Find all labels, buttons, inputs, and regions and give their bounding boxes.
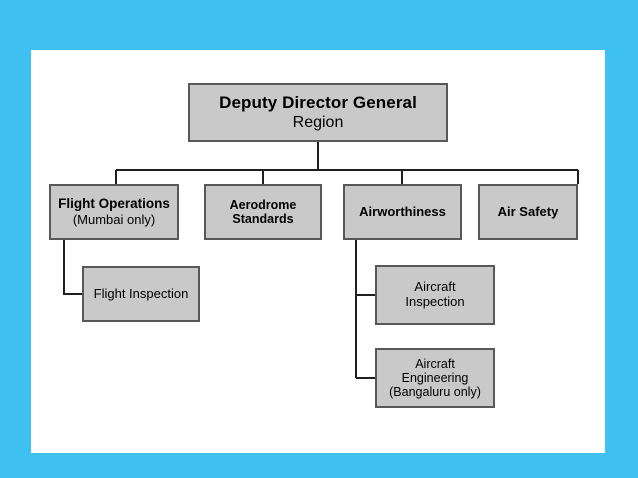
chart-canvas: Deputy Director General Region Flight Op… bbox=[31, 50, 605, 453]
node-subtitle: Region bbox=[292, 114, 344, 132]
node-aircraft-inspection[interactable]: Aircraft Inspection bbox=[375, 265, 495, 325]
node-title: Air Safety bbox=[497, 203, 559, 219]
node-title: Flight Operations bbox=[58, 196, 170, 212]
node-title-line1: Aircraft bbox=[415, 357, 455, 371]
node-subtitle: (Mumbai only) bbox=[72, 212, 156, 228]
node-title-line1: Aircraft bbox=[414, 279, 456, 295]
node-title: Airworthiness bbox=[359, 203, 446, 219]
node-title-line3: (Bangaluru only) bbox=[389, 385, 481, 399]
org-chart-connectors bbox=[62, 142, 580, 380]
node-air-safety[interactable]: Air Safety bbox=[478, 184, 578, 240]
node-title: Flight Inspection bbox=[93, 285, 189, 301]
node-flight-operations[interactable]: Flight Operations (Mumbai only) bbox=[49, 184, 179, 240]
node-title-line2: Inspection bbox=[405, 294, 465, 309]
node-airworthiness[interactable]: Airworthiness bbox=[343, 184, 462, 240]
connector-flightops-to-flight-inspection bbox=[62, 240, 82, 296]
node-flight-inspection[interactable]: Flight Inspection bbox=[82, 266, 200, 322]
node-title-line2: Standards bbox=[232, 212, 294, 226]
node-aerodrome-standards[interactable]: Aerodrome Standards bbox=[204, 184, 322, 240]
node-title-line1: Aerodrome bbox=[229, 198, 297, 212]
node-title-line2: Engineering bbox=[401, 371, 469, 385]
node-title: Deputy Director General bbox=[219, 93, 417, 113]
node-deputy-director-general[interactable]: Deputy Director General Region bbox=[188, 83, 448, 142]
node-aircraft-engineering[interactable]: Aircraft Engineering (Bangaluru only) bbox=[375, 348, 495, 408]
